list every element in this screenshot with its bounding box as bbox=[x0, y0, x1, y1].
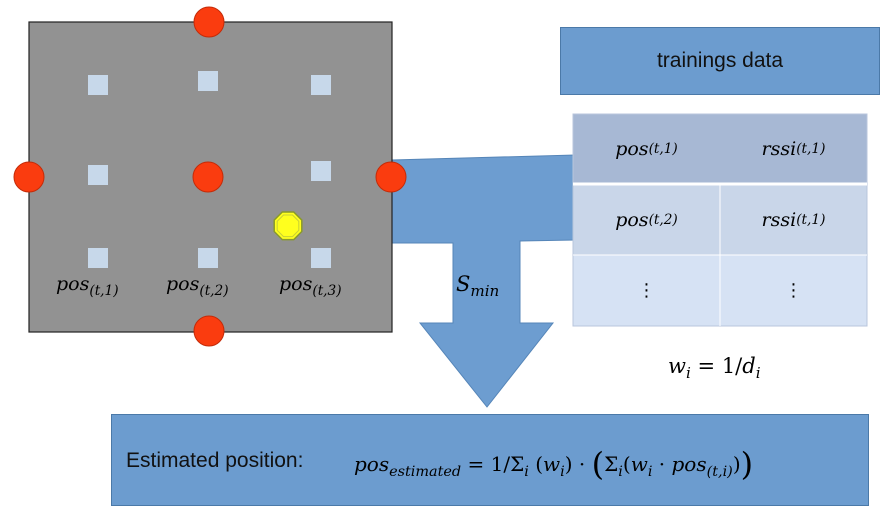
target-octagon bbox=[273, 211, 303, 241]
table-cell-pos-2: pos(t,2) bbox=[615, 209, 678, 231]
trainings-data-title: trainings data bbox=[656, 49, 784, 72]
trainings-data-box: trainings data bbox=[560, 27, 880, 95]
training-table bbox=[572, 113, 868, 327]
reference-node-square bbox=[198, 248, 218, 268]
estimated-position-label: Estimated position: bbox=[126, 449, 304, 472]
reference-node-square bbox=[88, 75, 108, 95]
reference-node-square bbox=[311, 161, 331, 181]
table-cell-pos-ellipsis: ⋮ bbox=[637, 280, 656, 301]
grid-label-2: pos(t,2) bbox=[166, 273, 229, 299]
reference-node-square bbox=[198, 71, 218, 91]
anchor-circle bbox=[193, 6, 225, 38]
table-cell-rssi-2: rssi(t,1) bbox=[761, 209, 826, 231]
anchor-circle bbox=[375, 161, 407, 193]
reference-node-square bbox=[311, 248, 331, 268]
smin-label: Smin bbox=[456, 272, 500, 301]
reference-node-square bbox=[88, 165, 108, 185]
table-header-row bbox=[573, 114, 867, 185]
table-cell-rssi-ellipsis: ⋮ bbox=[784, 280, 803, 301]
anchor-circle bbox=[192, 161, 224, 193]
grid-label-1: pos(t,1) bbox=[56, 273, 119, 299]
anchor-circle bbox=[193, 315, 225, 347]
table-cell-rssi-1: rssi(t,1) bbox=[761, 138, 826, 160]
target-octagon-inner bbox=[276, 214, 300, 238]
estimated-position-box: Estimated position: posestimated = 1/Σi … bbox=[111, 414, 869, 506]
table-cell-pos-1: pos(t,1) bbox=[615, 138, 678, 160]
weight-formula: wi = 1/di bbox=[668, 354, 761, 383]
grid-label-3: pos(t,3) bbox=[279, 273, 342, 299]
reference-nodes bbox=[88, 71, 331, 268]
reference-node-square bbox=[311, 75, 331, 95]
anchors bbox=[13, 6, 407, 347]
anchor-circle bbox=[13, 161, 45, 193]
reference-node-square bbox=[88, 248, 108, 268]
estimated-position-formula: posestimated = 1/Σi (wi) · (Σi(wi · pos(… bbox=[354, 445, 754, 483]
